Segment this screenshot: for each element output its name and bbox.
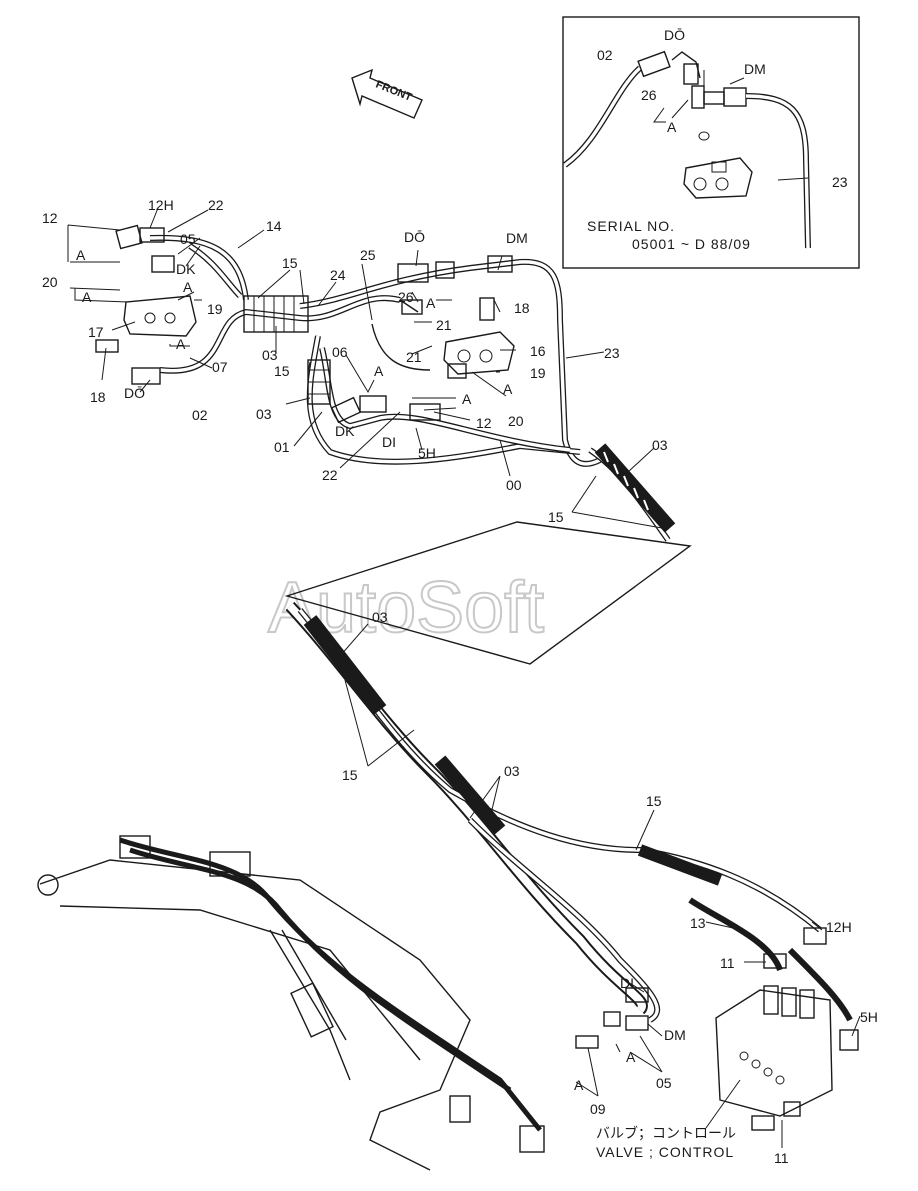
label-dm: DM bbox=[664, 1027, 686, 1043]
label-11: 11 bbox=[720, 955, 735, 971]
label-21: 21 bbox=[436, 317, 452, 333]
label-22: 22 bbox=[208, 197, 224, 213]
label-19: 19 bbox=[530, 365, 546, 381]
valve-label-en: VALVE ; CONTROL bbox=[596, 1144, 734, 1160]
label-25: 25 bbox=[360, 247, 376, 263]
label-15: 15 bbox=[282, 255, 298, 271]
label-01: 01 bbox=[274, 439, 290, 455]
label-a: A bbox=[426, 295, 436, 311]
label-a: A bbox=[574, 1077, 584, 1093]
label-03: 03 bbox=[504, 763, 520, 779]
label-a: A bbox=[82, 289, 92, 305]
label-18: 18 bbox=[90, 389, 106, 405]
label-00: 00 bbox=[506, 477, 522, 493]
label-di: DI bbox=[382, 434, 396, 450]
upper-hose-assembly bbox=[95, 224, 676, 542]
inset-label-dm: DM bbox=[744, 61, 766, 77]
label-23: 23 bbox=[604, 345, 620, 361]
label-21: 21 bbox=[406, 349, 422, 365]
label-a: A bbox=[374, 363, 384, 379]
label-a: A bbox=[76, 247, 86, 263]
label-a: A bbox=[176, 336, 186, 352]
label-14: 14 bbox=[266, 218, 282, 234]
label-12h: 12H bbox=[148, 197, 174, 213]
label-12: 12 bbox=[476, 415, 492, 431]
label-15: 15 bbox=[646, 793, 662, 809]
label-20: 20 bbox=[42, 274, 58, 290]
label-15: 15 bbox=[342, 767, 358, 783]
label-dk: DK bbox=[176, 261, 196, 277]
label-26: 26 bbox=[398, 289, 414, 305]
label-a: A bbox=[503, 381, 513, 397]
detail-box bbox=[284, 521, 692, 665]
valve-label-jp: バルブ；コントロール bbox=[596, 1125, 736, 1142]
label-06: 06 bbox=[332, 344, 348, 360]
inset-label-do: DŌ bbox=[664, 27, 685, 43]
label-dk: DK bbox=[335, 423, 355, 439]
label-15: 15 bbox=[274, 363, 290, 379]
label-22: 22 bbox=[322, 467, 338, 483]
label-03: 03 bbox=[262, 347, 278, 363]
label-09: 09 bbox=[590, 1101, 606, 1117]
serial-title: SERIAL NO. bbox=[587, 218, 675, 234]
label-11: 11 bbox=[774, 1150, 789, 1166]
label-a: A bbox=[183, 279, 193, 295]
serial-range: 05001 ~ D 88/09 bbox=[632, 236, 751, 252]
label-19: 19 bbox=[207, 301, 223, 317]
label-07: 07 bbox=[212, 359, 228, 375]
label-5h: 5H bbox=[860, 1009, 878, 1025]
label-di: DI bbox=[620, 975, 634, 991]
label-03: 03 bbox=[652, 437, 668, 453]
label-dm: DM bbox=[506, 230, 528, 246]
label-a: A bbox=[626, 1049, 636, 1065]
label-5h: 5H bbox=[418, 445, 436, 461]
label-12h: 12H bbox=[826, 919, 852, 935]
label-20: 20 bbox=[508, 413, 524, 429]
leader-lines bbox=[67, 207, 861, 1148]
label-24: 24 bbox=[330, 267, 346, 283]
label-05: 05 bbox=[180, 231, 196, 247]
label-05: 05 bbox=[656, 1075, 672, 1091]
label-a: A bbox=[462, 391, 472, 407]
boom-structure bbox=[37, 835, 545, 1171]
label-do: DŌ bbox=[404, 229, 425, 245]
inset-label-02: 02 bbox=[597, 47, 613, 63]
label-12: 12 bbox=[42, 210, 58, 226]
boom-hose-bundle bbox=[285, 601, 859, 1051]
front-arrow-icon: FRONT bbox=[351, 68, 423, 119]
front-label: FRONT bbox=[374, 78, 414, 103]
control-valve bbox=[715, 985, 833, 1131]
inset-label-a: A bbox=[667, 119, 677, 135]
part-labels: 12 A 20 A 17 18 DŌ 02 12H 22 05 DK A 19 … bbox=[42, 197, 878, 1166]
label-02: 02 bbox=[192, 407, 208, 423]
serial-inset: 02 DŌ DM 26 A 23 SERIAL NO. 05001 ~ D 88… bbox=[562, 16, 860, 269]
inset-label-23: 23 bbox=[832, 174, 848, 190]
label-18: 18 bbox=[514, 300, 530, 316]
label-13: 13 bbox=[690, 915, 706, 931]
label-do: DŌ bbox=[124, 385, 145, 401]
label-16: 16 bbox=[530, 343, 546, 359]
label-03: 03 bbox=[372, 609, 388, 625]
inset-label-26: 26 bbox=[641, 87, 657, 103]
label-17: 17 bbox=[88, 324, 104, 340]
label-15: 15 bbox=[548, 509, 564, 525]
label-03: 03 bbox=[256, 406, 272, 422]
